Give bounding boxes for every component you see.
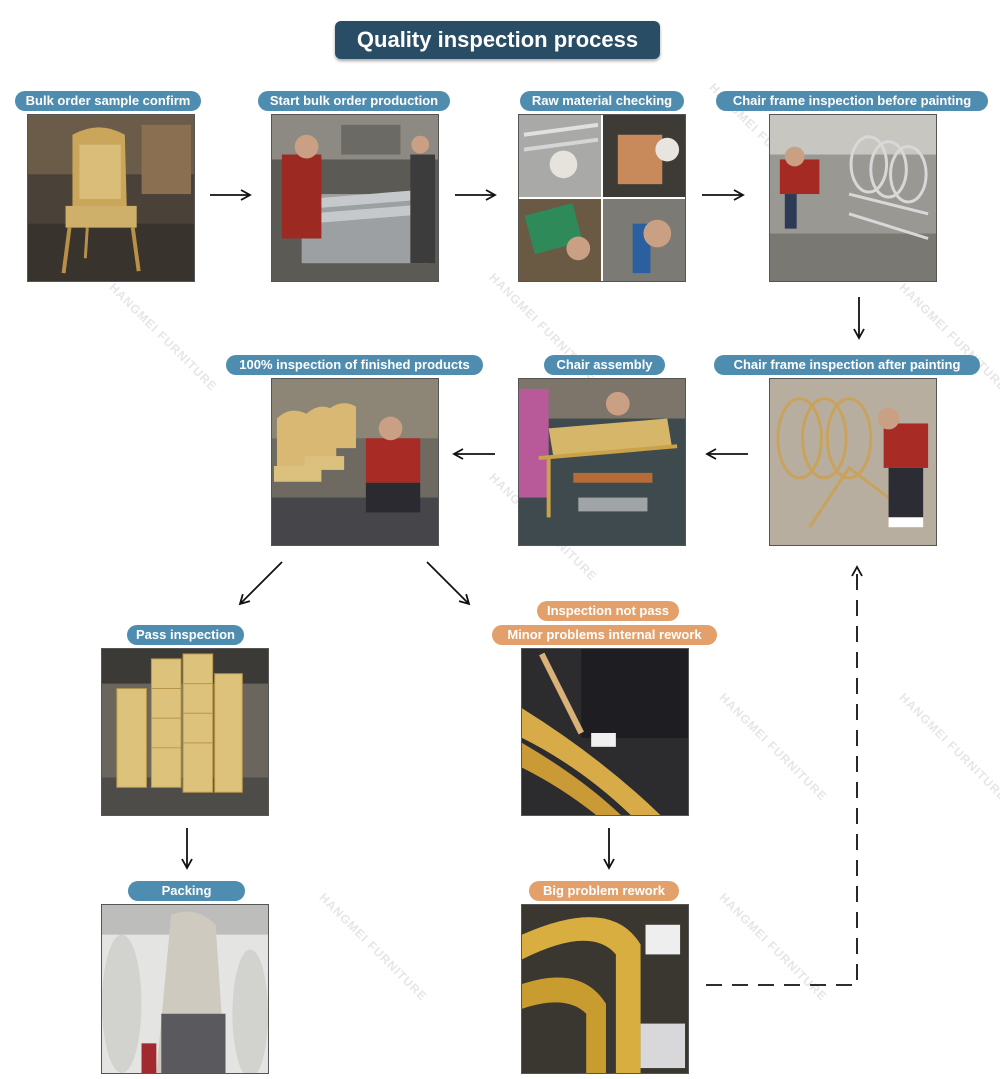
watermark-text: HANGMEI FURNITURE bbox=[316, 890, 429, 1003]
photo-pass-inspection bbox=[101, 648, 269, 816]
photo-minor-rework bbox=[521, 648, 689, 816]
step-label-sample-confirm: Bulk order sample confirm bbox=[15, 91, 201, 111]
watermark-text: HANGMEI FURNITURE bbox=[716, 690, 829, 803]
photo-big-rework bbox=[521, 904, 689, 1074]
step-label-chair-assembly: Chair assembly bbox=[544, 355, 665, 375]
step-label-packing: Packing bbox=[128, 881, 245, 901]
arrow-dashed-return bbox=[706, 567, 857, 985]
photo-production bbox=[271, 114, 439, 282]
photo-packing bbox=[101, 904, 269, 1074]
photo-sample-chair bbox=[27, 114, 195, 282]
arrow-diag-right bbox=[427, 562, 469, 604]
watermark-text: HANGMEI FURNITURE bbox=[716, 890, 829, 1003]
step-label-raw-material: Raw material checking bbox=[520, 91, 684, 111]
watermark-text: HANGMEI FURNITURE bbox=[106, 280, 219, 393]
arrow-diag-left bbox=[240, 562, 282, 604]
step-label-start-production: Start bulk order production bbox=[258, 91, 450, 111]
step-label-frame-before-painting: Chair frame inspection before painting bbox=[716, 91, 988, 111]
photo-frame-before-painting bbox=[769, 114, 937, 282]
watermark-text: HANGMEI FURNITURE bbox=[896, 690, 1000, 803]
photo-raw-material bbox=[518, 114, 686, 282]
photo-chair-assembly bbox=[518, 378, 686, 546]
watermark-text: HANGMEI FURNITURE bbox=[896, 280, 1000, 393]
step-label-frame-after-painting: Chair frame inspection after painting bbox=[714, 355, 980, 375]
step-label-big-rework: Big problem rework bbox=[529, 881, 679, 901]
photo-frame-after-painting bbox=[769, 378, 937, 546]
step-label-minor-rework: Minor problems internal rework bbox=[492, 625, 717, 645]
page-title: Quality inspection process bbox=[335, 21, 660, 59]
step-label-finished-inspection: 100% inspection of finished products bbox=[226, 355, 483, 375]
step-label-inspection-not-pass: Inspection not pass bbox=[537, 601, 679, 621]
step-label-pass-inspection: Pass inspection bbox=[127, 625, 244, 645]
photo-finished-inspection bbox=[271, 378, 439, 546]
